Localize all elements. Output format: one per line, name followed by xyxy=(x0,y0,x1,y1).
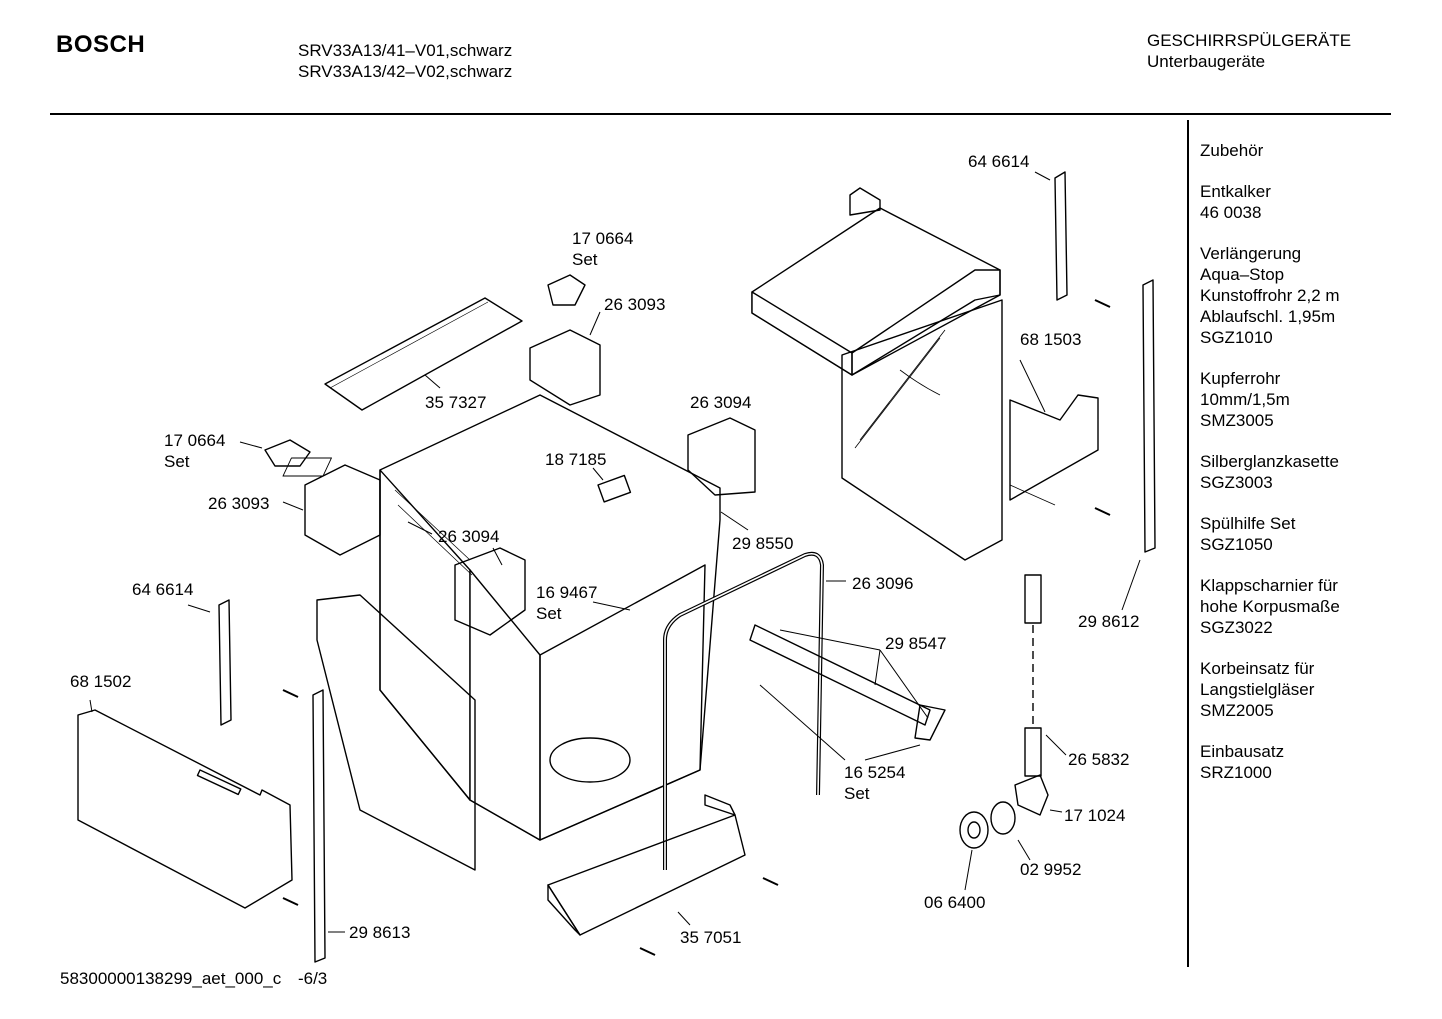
accessory-line: 46 0038 xyxy=(1200,203,1262,222)
accessory-entry: Korbeinsatz für Langstielgläser SMZ2005 xyxy=(1200,658,1385,721)
part-label: 16 5254 xyxy=(844,763,906,782)
part-label: 35 7051 xyxy=(680,928,742,947)
side-cover-front xyxy=(316,594,476,871)
accessory-line: Klappscharnier für xyxy=(1200,576,1338,595)
part-label: 26 3094 xyxy=(690,393,752,412)
sidebar-rule xyxy=(1187,120,1189,967)
accessory-line: Spülhilfe Set xyxy=(1200,514,1296,533)
model-line-1: SRV33A13/41–V01,schwarz xyxy=(298,41,513,60)
part-label: 64 6614 xyxy=(132,580,194,599)
part-label: 26 3093 xyxy=(604,295,666,314)
part-label: 17 1024 xyxy=(1064,806,1126,825)
part-label-suffix: Set xyxy=(164,452,190,471)
header-rule xyxy=(50,113,1391,115)
accessory-line: Korbeinsatz für xyxy=(1200,659,1315,678)
accessory-line: Aqua–Stop xyxy=(1200,265,1285,284)
accessory-line: SGZ3003 xyxy=(1200,473,1273,492)
door-seal xyxy=(663,551,824,870)
accessory-entry: Einbausatz SRZ1000 xyxy=(1200,741,1385,783)
accessory-line: SGZ1010 xyxy=(1200,328,1273,347)
plinth-panel xyxy=(547,794,746,936)
accessory-line: SRZ1000 xyxy=(1200,763,1272,782)
part-label-suffix: Set xyxy=(844,784,870,803)
footer: 58300000138299_aet_000_c -6/3 xyxy=(60,969,327,989)
part-label: 06 6400 xyxy=(924,893,986,912)
accessory-line: hohe Korpusmaße xyxy=(1200,597,1340,616)
trim-strips xyxy=(218,171,1156,963)
accessory-line: SGZ3022 xyxy=(1200,618,1273,637)
part-label: 02 9952 xyxy=(1020,860,1082,879)
accessory-line: Kupferrohr xyxy=(1200,369,1281,388)
accessory-line: Ablaufschl. 1,95m xyxy=(1200,307,1336,326)
part-label: 68 1503 xyxy=(1020,330,1082,349)
top-cover-panel xyxy=(324,297,523,411)
accessory-line: Verlängerung xyxy=(1200,244,1302,263)
accessory-entry: Klappscharnier für hohe Korpusmaße SGZ30… xyxy=(1200,575,1385,638)
part-label-suffix: Set xyxy=(572,250,598,269)
part-label: 18 7185 xyxy=(545,450,607,469)
accessory-line: Einbausatz xyxy=(1200,742,1285,761)
accessory-line: Entkalker xyxy=(1200,182,1271,201)
screws xyxy=(282,299,1111,956)
spray-arm xyxy=(749,624,946,741)
part-label: 16 9467 xyxy=(536,583,598,602)
part-label: 26 3093 xyxy=(208,494,270,513)
part-label: 26 3094 xyxy=(438,527,500,546)
accessory-line: 10mm/1,5m xyxy=(1200,390,1290,409)
part-label: 17 0664 xyxy=(164,431,226,450)
accessory-line: SMZ2005 xyxy=(1200,701,1274,720)
part-label: 35 7327 xyxy=(425,393,487,412)
part-label: 29 8613 xyxy=(349,923,411,942)
part-label-suffix: Set xyxy=(536,604,562,623)
tub-body xyxy=(282,394,721,841)
part-label: 29 8550 xyxy=(732,534,794,553)
brand-logo: BOSCH xyxy=(56,31,146,58)
accessory-entry: Silberglanzkasette SGZ3003 xyxy=(1200,451,1385,493)
accessory-entry: Zubehör xyxy=(1200,140,1385,161)
category-title: GESCHIRRSPÜLGERÄTE xyxy=(1147,31,1352,50)
accessory-line: Zubehör xyxy=(1200,141,1264,160)
accessory-line: Kunstoffrohr 2,2 m xyxy=(1200,286,1340,305)
accessory-line: Langstielgläser xyxy=(1200,680,1315,699)
accessory-entry: Verlängerung Aqua–Stop Kunstoffrohr 2,2 … xyxy=(1200,243,1385,348)
bottom-cover-panel xyxy=(77,709,293,909)
accessories-list: Zubehör Entkalker 46 0038 Verlängerung A… xyxy=(1200,140,1385,803)
accessory-entry: Entkalker 46 0038 xyxy=(1200,181,1385,223)
drain-fittings xyxy=(959,574,1049,849)
accessory-entry: Kupferrohr 10mm/1,5m SMZ3005 xyxy=(1200,368,1385,431)
part-label: 17 0664 xyxy=(572,229,634,248)
accessory-entry: Spülhilfe Set SGZ1050 xyxy=(1200,513,1385,555)
accessory-line: SMZ3005 xyxy=(1200,411,1274,430)
page-number: -6/3 xyxy=(297,969,328,988)
accessory-line: Silberglanzkasette xyxy=(1200,452,1339,471)
side-panel-assembly xyxy=(751,187,1099,561)
part-label: 26 5832 xyxy=(1068,750,1130,769)
model-line-2: SRV33A13/42–V02,schwarz xyxy=(298,62,513,81)
exploded-diagram xyxy=(77,171,1156,963)
part-label: 68 1502 xyxy=(70,672,132,691)
document-id: 58300000138299_aet_000_c xyxy=(60,969,282,988)
accessory-line: SGZ1050 xyxy=(1200,535,1273,554)
part-label: 64 6614 xyxy=(968,152,1030,171)
part-label: 29 8612 xyxy=(1078,612,1140,631)
hinge-brackets xyxy=(264,274,756,636)
leader-lines xyxy=(89,171,1141,933)
part-label: 29 8547 xyxy=(885,634,947,653)
part-label: 26 3096 xyxy=(852,574,914,593)
category-subtitle: Unterbaugeräte xyxy=(1147,52,1266,71)
